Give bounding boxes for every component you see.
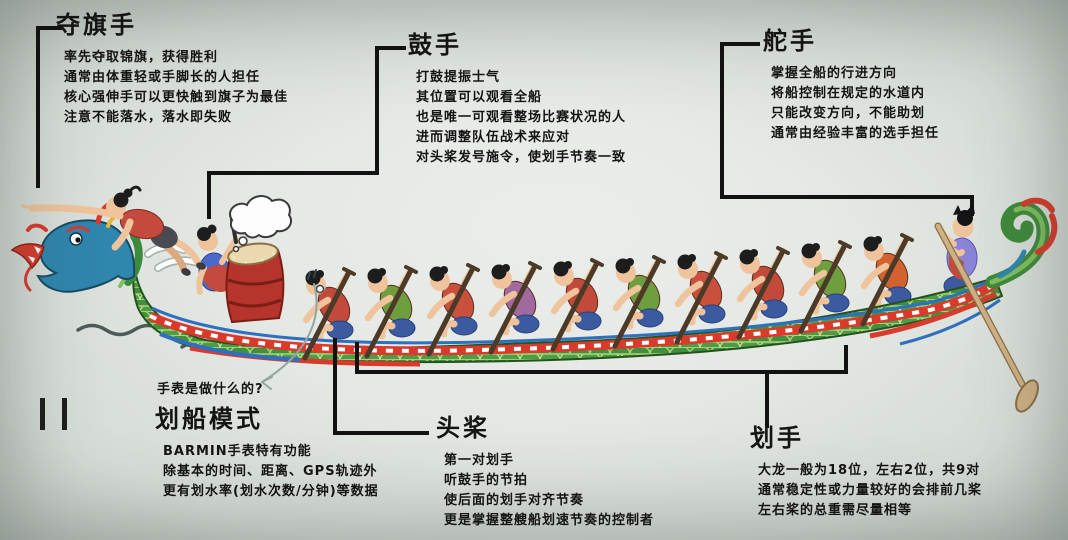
water-drips bbox=[40, 398, 67, 430]
section-line: 大龙一般为18位，左右2位，共9对 bbox=[758, 463, 981, 478]
connector-line-steersman bbox=[720, 42, 724, 199]
connector-line-flag-grabber bbox=[36, 26, 62, 30]
section-line: 打鼓提振士气 bbox=[416, 70, 501, 85]
section-line: 核心强伸手可以更快触到旗子为最佳 bbox=[64, 90, 289, 105]
section-line: 使后面的划手对齐节奏 bbox=[444, 493, 585, 508]
section-line: 通常由经验丰富的选手担任 bbox=[771, 126, 940, 141]
connector-line-drummer bbox=[375, 46, 379, 175]
section-line: 也是唯一可观看整场比赛状况的人 bbox=[416, 110, 627, 125]
connector-line-lead-paddle bbox=[333, 338, 337, 435]
dragon-head bbox=[10, 199, 143, 293]
connector-line-paddlers bbox=[355, 342, 359, 374]
section-title: 夺旗手 bbox=[56, 11, 137, 39]
steering-oar bbox=[934, 222, 1039, 413]
flag-grabber-figure bbox=[20, 185, 206, 276]
section-line: 率先夺取锦旗，获得胜利 bbox=[64, 50, 219, 65]
annotation-drummer: 鼓手 打鼓提振士气 其位置可以观看全船 也是唯一可观看整场比赛状况的人 进而调整… bbox=[408, 30, 626, 168]
watch-icon bbox=[307, 269, 325, 294]
speech-bubble bbox=[229, 195, 293, 253]
connector-line-lead-paddle bbox=[333, 431, 429, 435]
watch-arrow bbox=[261, 283, 318, 390]
connector-line-paddlers bbox=[765, 370, 769, 428]
connector-line-drummer bbox=[207, 171, 379, 175]
drum bbox=[225, 242, 285, 324]
connector-line-paddlers bbox=[355, 370, 848, 374]
section-title: 划手 bbox=[750, 424, 804, 452]
section-line: 听鼓手的节拍 bbox=[444, 473, 529, 488]
section-line: BARMIN手表特有功能 bbox=[163, 444, 312, 459]
annotation-lead-paddle: 头桨 第一对划手 听鼓手的节拍 使后面的划手对齐节奏 更是掌握整艘船划速节奏的控… bbox=[436, 413, 654, 531]
annotation-rowing-mode: 手表是做什么的? 划船模式 BARMIN手表特有功能 除基本的时间、距离、GPS… bbox=[155, 382, 379, 502]
section-line: 注意不能落水，落水即失败 bbox=[64, 110, 233, 125]
connector-line-drummer bbox=[207, 171, 211, 219]
boat-hull bbox=[132, 269, 1004, 367]
connector-line-flag-grabber bbox=[36, 26, 40, 188]
connector-line-paddlers bbox=[844, 345, 848, 374]
section-line: 更是掌握整艘船划速节奏的控制者 bbox=[444, 513, 655, 528]
section-line: 除基本的时间、距离、GPS轨迹外 bbox=[163, 464, 378, 479]
annotation-flag-grabber: 夺旗手 率先夺取锦旗，获得胜利 通常由体重轻或手脚长的人担任 核心强伸手可以更快… bbox=[56, 10, 288, 128]
section-title: 划船模式 bbox=[155, 405, 263, 433]
section-title: 舵手 bbox=[763, 27, 817, 55]
connector-line-steersman bbox=[720, 195, 974, 199]
connector-line-steersman bbox=[720, 42, 760, 46]
section-line: 进而调整队伍战术来应对 bbox=[416, 130, 571, 145]
section-line: 通常稳定性或力量较好的会排前几桨 bbox=[758, 483, 983, 498]
connector-line-steersman bbox=[970, 195, 974, 216]
annotation-paddlers: 划手 大龙一般为18位，左右2位，共9对 通常稳定性或力量较好的会排前几桨 左右… bbox=[750, 423, 982, 521]
section-line: 通常由体重轻或手脚长的人担任 bbox=[64, 70, 261, 85]
section-title: 鼓手 bbox=[408, 31, 462, 59]
annotation-steersman: 舵手 掌握全船的行进方向 将船控制在规定的水道内 只能改变方向，不能助划 通常由… bbox=[763, 26, 939, 144]
section-title: 头桨 bbox=[436, 414, 490, 442]
section-line: 对头桨发号施令，使划手节奏一致 bbox=[416, 150, 627, 165]
connector-line-drummer bbox=[375, 46, 406, 50]
section-line: 掌握全船的行进方向 bbox=[771, 66, 898, 81]
watch-question-note: 手表是做什么的? bbox=[157, 382, 264, 397]
section-line: 将船控制在规定的水道内 bbox=[771, 86, 926, 101]
section-line: 第一对划手 bbox=[444, 453, 515, 468]
dragon-tail bbox=[985, 197, 1058, 289]
section-line: 更有划水率(划水次数/分钟)等数据 bbox=[163, 484, 379, 499]
section-line: 左右桨的总重需尽量相等 bbox=[758, 503, 913, 518]
drummer-figure bbox=[196, 218, 240, 295]
section-line: 只能改变方向，不能助划 bbox=[771, 106, 926, 121]
section-line: 其位置可以观看全船 bbox=[416, 90, 543, 105]
